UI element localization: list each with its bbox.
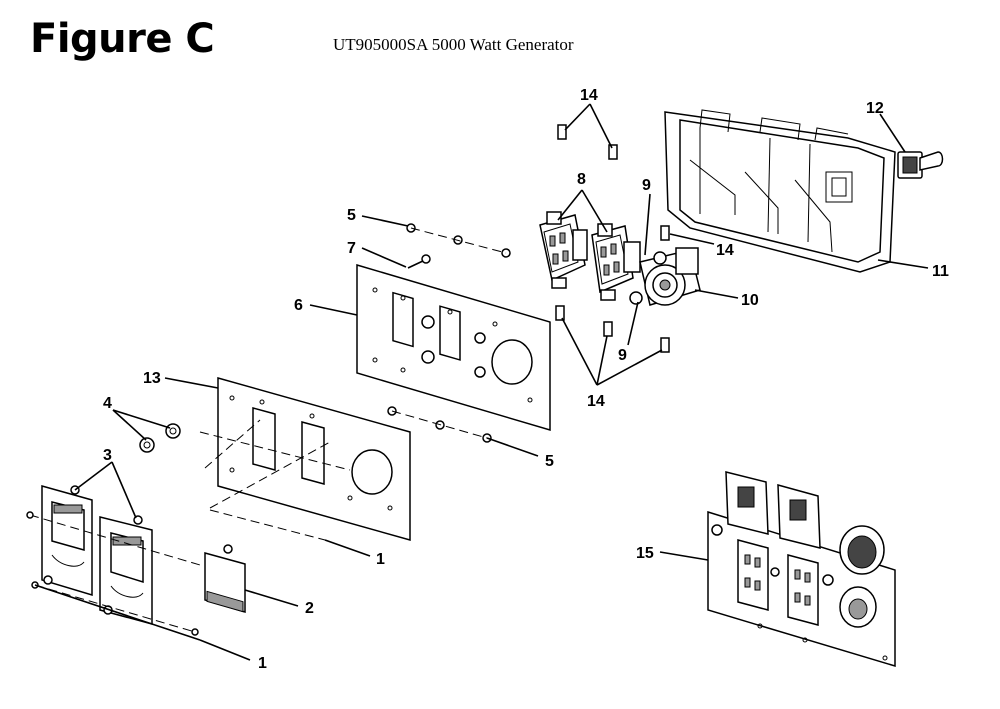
callout-14-mid: 14: [716, 242, 734, 259]
screws-lower: [387, 406, 492, 443]
callout-14-top: 14: [580, 87, 598, 104]
receptacle-cover-left: [41, 485, 93, 597]
callout-13: 13: [143, 370, 161, 387]
callout-15: 15: [636, 545, 654, 562]
nuts: [139, 423, 181, 453]
duplex-receptacle-right: [591, 223, 641, 301]
callout-labels: 14 8 9 14 12 11 10 9 14 5 7 6 13 5 4 3 1…: [103, 87, 949, 672]
callout-1-lower: 1: [258, 655, 267, 672]
cover-screws: [26, 509, 326, 636]
callout-11: 11: [932, 263, 949, 280]
callout-10: 10: [741, 292, 759, 309]
callout-1-upper: 1: [376, 551, 385, 568]
leader-lines: [34, 103, 929, 661]
callout-5-upper: 5: [347, 207, 356, 224]
outer-face-plate: [199, 377, 411, 541]
twist-lock-cover: [204, 544, 246, 614]
callout-8: 8: [577, 171, 586, 188]
callout-9-bottom: 9: [618, 347, 627, 364]
twist-lock-receptacle: [629, 247, 701, 306]
callout-4: 4: [103, 395, 112, 412]
toggle-switch: [897, 151, 944, 179]
clip-set: [555, 124, 670, 353]
callout-5-lower: 5: [545, 453, 554, 470]
figure-subtitle: UT905000SA 5000 Watt Generator: [333, 35, 574, 54]
callout-14-bottom: 14: [587, 393, 605, 410]
inner-mounting-plate: [356, 263, 551, 432]
receptacle-cover-right: [99, 515, 153, 625]
figure-title: Figure C: [30, 16, 215, 62]
callout-9-top: 9: [642, 177, 651, 194]
callout-12: 12: [866, 100, 884, 117]
control-box-housing: [664, 109, 896, 273]
screws-upper: [406, 223, 511, 269]
callout-6: 6: [294, 297, 303, 314]
duplex-receptacle-left: [539, 211, 588, 289]
assembled-panel: [707, 471, 896, 668]
callout-2: 2: [305, 600, 314, 617]
callout-3: 3: [103, 447, 112, 464]
callout-7: 7: [347, 240, 356, 257]
